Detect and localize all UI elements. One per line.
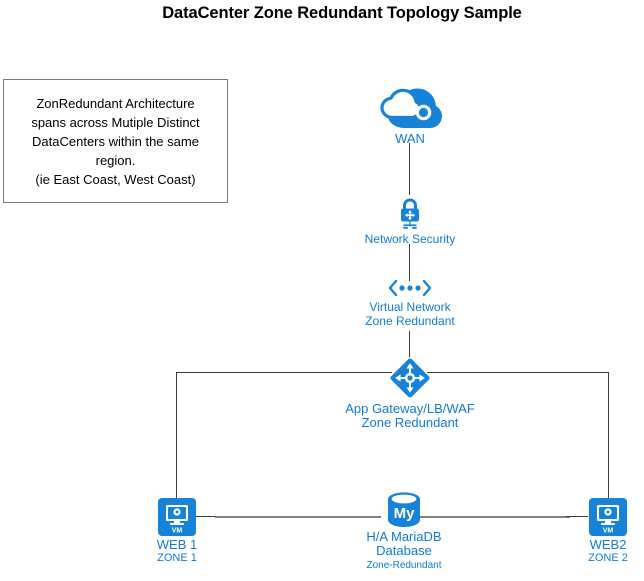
node-virtual-network[interactable]: Virtual Network Zone Redundant [340,278,480,328]
connector-wan-to-network-security [409,143,410,195]
node-web2[interactable]: VM WEB2 ZONE 2 [562,498,644,565]
node-web2-label-line2: ZONE 2 [588,551,628,564]
node-wan-label: WAN [395,131,425,146]
node-database-label-line1: H/A MariaDB [366,529,442,544]
node-virtual-network-label-line2: Zone Redundant [365,313,455,328]
architecture-note-text: ZonRedundant Architecture spans across M… [31,95,200,187]
page-title: DataCenter Zone Redundant Topology Sampl… [162,4,522,22]
node-app-gateway-label-line1: App Gateway/LB/WAF [345,401,475,416]
node-web1-label-line2: ZONE 1 [157,551,197,564]
virtual-machine-icon: VM [589,498,627,536]
node-network-security-label: Network Security [364,232,456,246]
connector-network-security-to-virtual-network [409,244,410,281]
node-database-label-line3: Zone-Redundant [366,560,442,571]
node-app-gateway[interactable]: App Gateway/LB/WAF Zone Redundant [332,356,488,429]
connector-database-to-web2-stub [566,516,588,517]
node-wan[interactable]: WAN [364,88,456,146]
node-database-label-line2: Database [376,542,432,558]
connector-database-to-web2 [418,516,570,518]
node-web2-label-line1: WEB2 [589,537,627,552]
connector-virtual-network-to-app-gateway [409,331,410,357]
node-network-security[interactable]: Network Security [350,198,470,247]
padlock-network-security-icon [394,198,426,230]
connector-app-gateway-bus-left [176,372,392,373]
architecture-note-box: ZonRedundant Architecture spans across M… [3,79,228,203]
node-database[interactable]: My H/A MariaDB Database Zone-Redundant [328,492,480,573]
cloud-wan-icon [378,88,442,130]
connector-bus-to-web2 [608,372,609,500]
app-gateway-diamond-icon [388,356,432,400]
svg-text:VM: VM [172,528,183,535]
virtual-network-icon [387,278,433,298]
mysql-database-cylinder-icon: My [384,492,424,528]
svg-text:My: My [394,505,415,522]
connector-bus-to-web1 [176,372,177,500]
node-web1[interactable]: VM WEB 1 ZONE 1 [131,498,223,565]
connector-app-gateway-bus-right [427,372,609,373]
node-virtual-network-label-line1: Virtual Network [369,300,451,314]
connector-web1-to-database-stub [196,516,218,517]
svg-text:VM: VM [603,528,614,535]
connector-web1-to-database [215,516,381,518]
node-web1-label-line1: WEB 1 [156,537,198,552]
node-app-gateway-label-line2: Zone Redundant [361,414,459,430]
virtual-machine-icon: VM [158,498,196,536]
